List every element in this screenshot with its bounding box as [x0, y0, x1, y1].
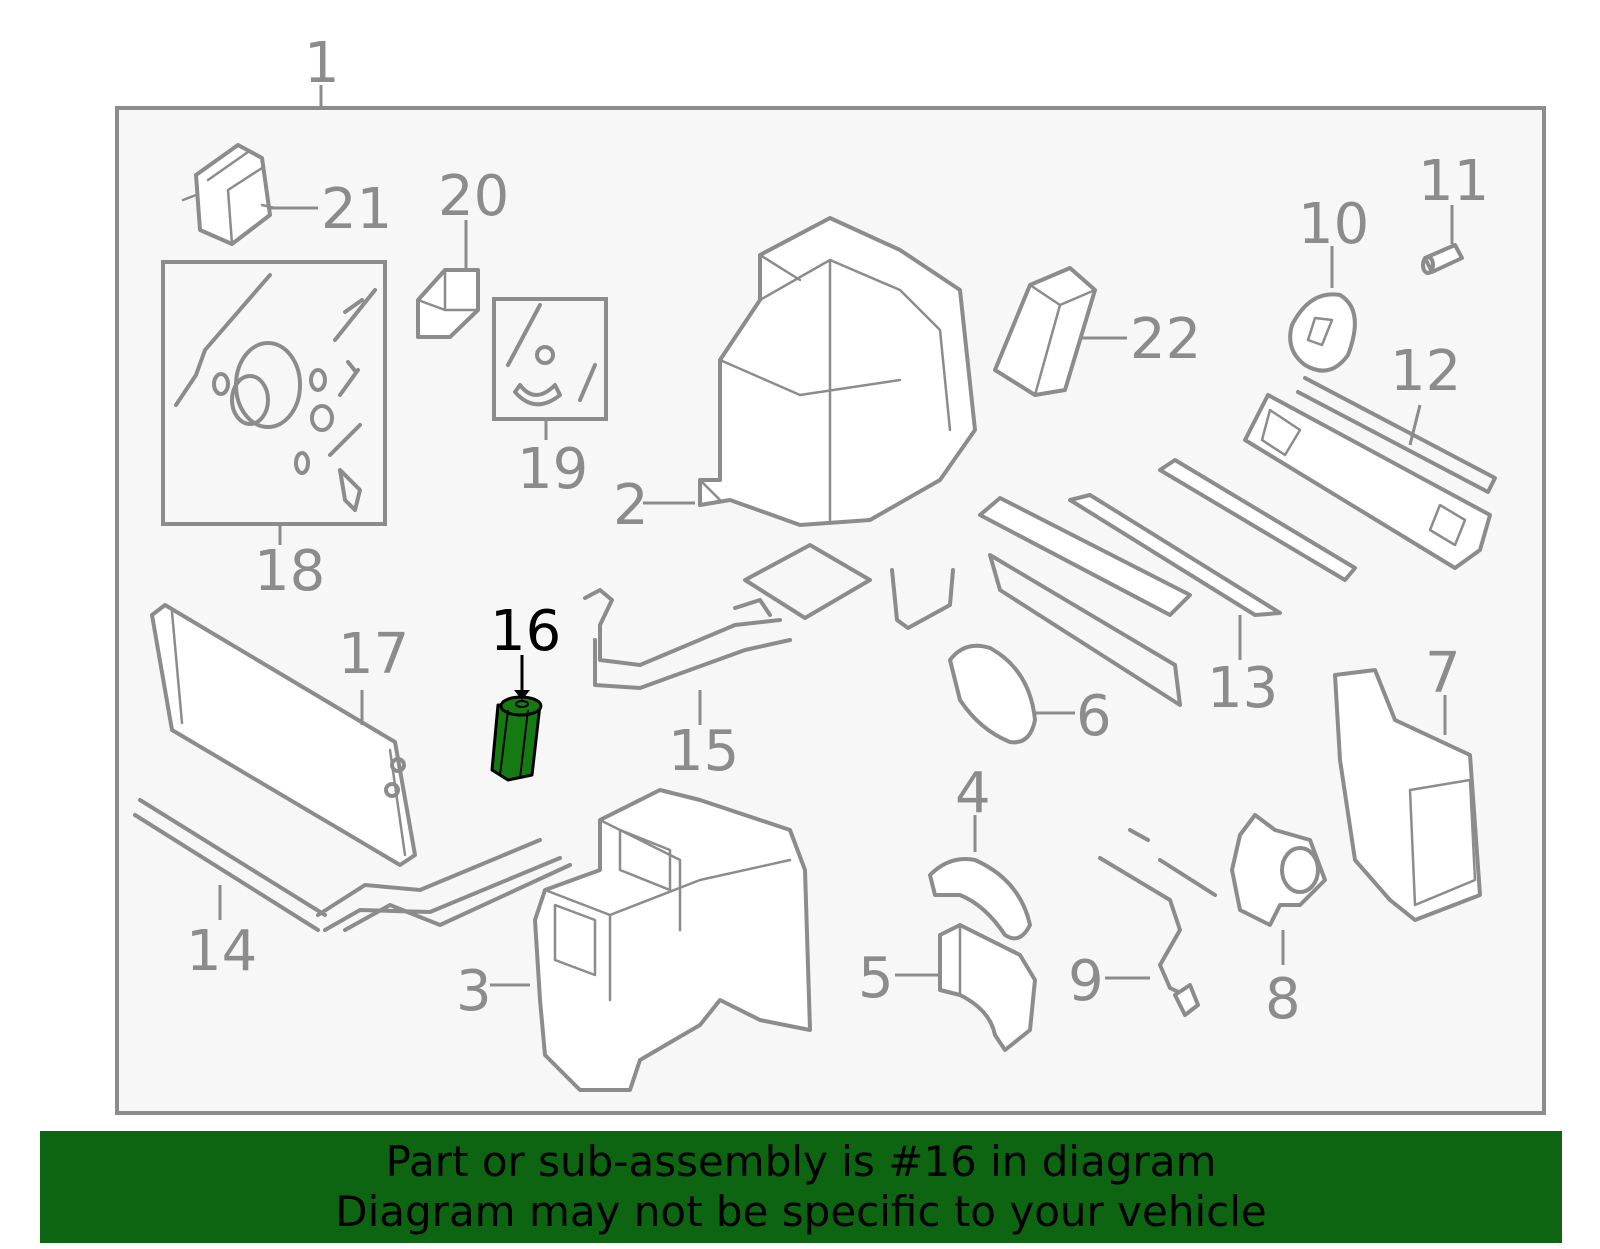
part-17-heater-core[interactable] — [150, 603, 417, 867]
callout-7: 7 — [1425, 641, 1461, 706]
callout-10: 10 — [1298, 192, 1369, 257]
callout-1: 1 — [304, 31, 340, 96]
part-9-harness[interactable] — [1098, 828, 1217, 1017]
banner-line-1: Part or sub-assembly is #16 in diagram — [385, 1137, 1217, 1186]
callout-12: 12 — [1390, 339, 1461, 404]
part-15-heater-pipe[interactable] — [583, 588, 792, 690]
callout-2: 2 — [613, 473, 649, 538]
callout-6: 6 — [1076, 684, 1112, 749]
part-20-bracket[interactable] — [416, 268, 480, 339]
callout-8: 8 — [1265, 967, 1301, 1032]
callout-9: 9 — [1068, 949, 1104, 1014]
part-11-plug[interactable] — [1421, 243, 1464, 275]
part-16-highlighted[interactable] — [490, 695, 543, 782]
part-8-blower-motor[interactable] — [1230, 813, 1327, 927]
info-banner: Part or sub-assembly is #16 in diagram D… — [40, 1131, 1562, 1243]
part-6-seal[interactable] — [948, 643, 1037, 745]
part-18-linkage-kit[interactable] — [161, 260, 387, 526]
part-12-filter-cover[interactable] — [1243, 376, 1497, 570]
banner-line-2: Diagram may not be specific to your vehi… — [335, 1187, 1267, 1236]
callout-4: 4 — [955, 761, 991, 826]
part-3-heater-case-lower[interactable] — [533, 788, 812, 1092]
part-13-mode-doors[interactable] — [978, 458, 1357, 707]
callout-22: 22 — [1130, 307, 1201, 372]
u-pipe[interactable] — [890, 568, 955, 630]
gasket[interactable] — [743, 543, 872, 620]
callout-21: 21 — [321, 177, 392, 242]
part-5-door[interactable] — [938, 923, 1037, 1052]
callout-15: 15 — [668, 719, 739, 784]
callout-18: 18 — [254, 539, 325, 604]
callout-19: 19 — [517, 437, 588, 502]
callout-13: 13 — [1207, 656, 1278, 721]
part-22-control-module[interactable] — [993, 266, 1097, 397]
callout-14: 14 — [186, 919, 257, 984]
part-2-heater-case-upper[interactable] — [698, 216, 977, 527]
part-14-pipes[interactable] — [133, 798, 572, 932]
callout-16: 16 — [490, 599, 561, 664]
part-4-door[interactable] — [928, 857, 1032, 941]
part-10-cap[interactable] — [1288, 292, 1357, 373]
callout-17: 17 — [338, 622, 409, 687]
part-19-link-kit[interactable] — [492, 297, 608, 421]
callout-20: 20 — [438, 164, 509, 229]
part-7-duct[interactable] — [1333, 668, 1482, 922]
callout-3: 3 — [456, 959, 492, 1024]
callout-11: 11 — [1418, 149, 1489, 214]
callout-5: 5 — [858, 946, 894, 1011]
